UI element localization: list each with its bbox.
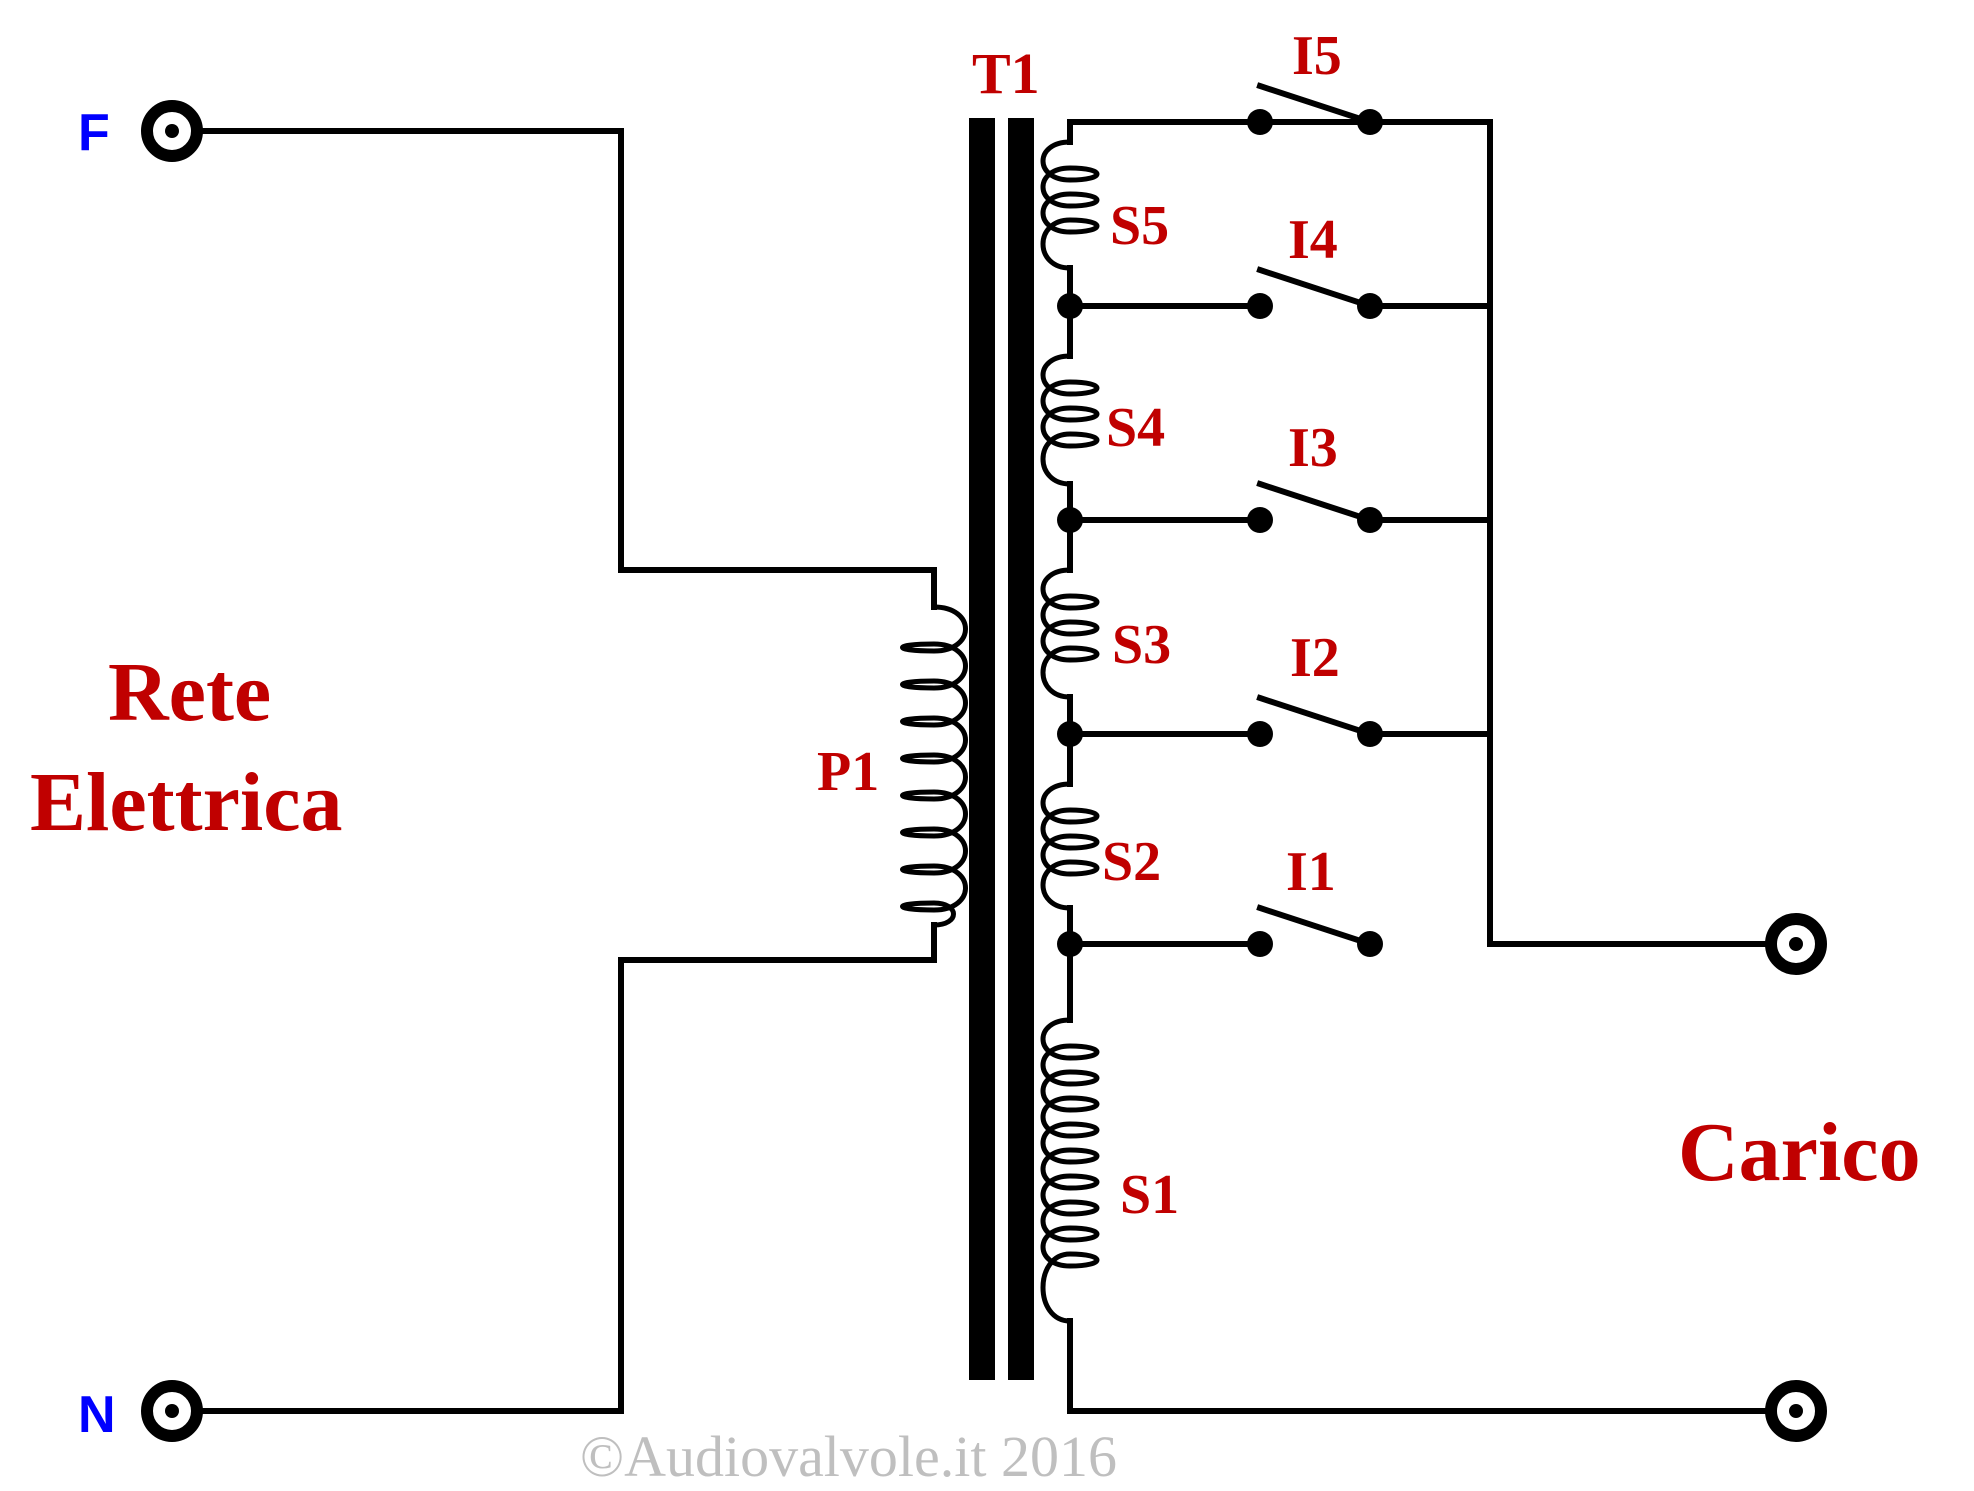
switch-label-i3: I3 [1288,417,1338,479]
load-label: Carico [1678,1106,1921,1199]
terminal-load-bottom [1765,1380,1827,1442]
transformer-label: T1 [972,41,1040,106]
secondary-coil-s1 [1040,1017,1100,1324]
primary-wiring [197,128,937,1414]
switch-label-i5: I5 [1292,25,1342,87]
switch-label-i2: I2 [1290,627,1340,689]
transformer-core-bar-left [969,118,995,1380]
secondary-spine [1067,119,1793,1414]
primary-coil-p1 [900,604,968,928]
secondary-coil-s4 [1040,353,1100,487]
transformer-core-bar-right [1008,118,1034,1380]
terminal-n [141,1380,203,1442]
secondary-coil-s2 [1040,781,1100,911]
switch-i5 [1247,82,1383,135]
terminal-load-top [1765,913,1827,975]
copyright-text: ©Audiovalvole.it 2016 [580,1424,1117,1489]
primary-label: P1 [817,741,879,803]
terminal-f-label: F [78,104,110,162]
terminal-f [141,100,203,162]
tap-line-2 [1057,694,1493,747]
secondary-label-s5: S5 [1110,195,1169,257]
secondary-coil-s3 [1040,567,1100,700]
tap-line-4 [1057,266,1493,319]
switch-label-i4: I4 [1288,209,1338,271]
secondary-label-s1: S1 [1120,1164,1179,1226]
secondary-coil-s5 [1040,139,1100,271]
mains-label-line2: Elettrica [30,756,343,849]
secondary-label-s2: S2 [1102,831,1161,893]
secondary-label-s4: S4 [1106,397,1165,459]
switch-label-i1: I1 [1286,841,1336,903]
secondary-label-s3: S3 [1112,614,1171,676]
mains-label-line1: Rete [108,646,271,739]
terminal-n-label: N [78,1386,116,1444]
tap-line-3 [1057,480,1493,533]
tap-line-1 [1057,904,1383,957]
